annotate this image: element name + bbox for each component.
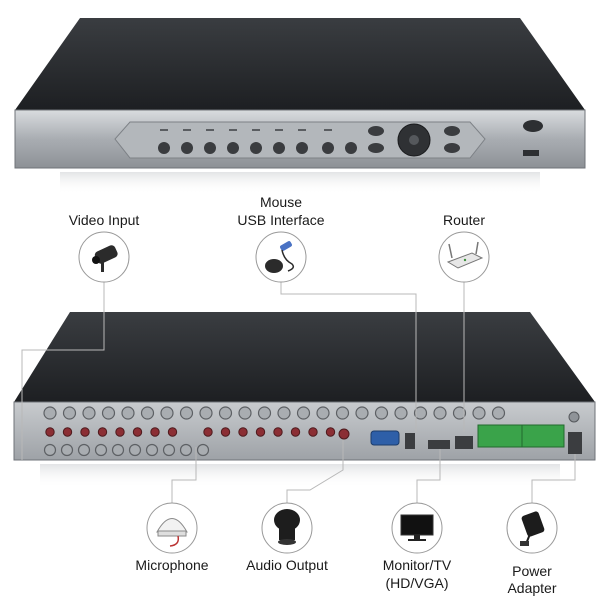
hdmi-port bbox=[428, 440, 450, 449]
bnc-connector bbox=[196, 443, 210, 457]
bnc-connector bbox=[179, 443, 193, 457]
bnc-connector bbox=[394, 406, 408, 420]
monitor-label-line2: (HD/VGA) bbox=[385, 575, 449, 591]
microphone-icon bbox=[156, 518, 188, 547]
vga-port bbox=[370, 430, 400, 446]
rca-connector bbox=[80, 427, 90, 437]
bnc-connector bbox=[82, 406, 96, 420]
bnc-connector bbox=[162, 443, 176, 457]
monitor-icon bbox=[400, 514, 434, 541]
dvr-top-surface bbox=[15, 18, 585, 110]
microphone-icon-group bbox=[146, 502, 198, 554]
rca-connector bbox=[273, 427, 283, 437]
bnc-connector bbox=[94, 443, 108, 457]
bnc-connector bbox=[433, 406, 447, 420]
rca-connector bbox=[167, 427, 178, 437]
video-input-label: Video Input bbox=[68, 212, 140, 228]
bnc-connector bbox=[296, 406, 311, 420]
bnc-connector bbox=[43, 406, 57, 420]
bnc-connector bbox=[413, 406, 428, 420]
router-icon-group bbox=[438, 231, 490, 283]
bnc-connector bbox=[374, 406, 389, 420]
mouse-label-line2: USB Interface bbox=[237, 212, 325, 228]
bnc-connector bbox=[160, 406, 174, 420]
power-adapter-icon bbox=[520, 511, 545, 546]
bnc-connector bbox=[452, 406, 467, 420]
dvr-front-reflection bbox=[60, 172, 540, 194]
bnc-connector bbox=[491, 406, 506, 420]
bnc-connector bbox=[111, 443, 125, 457]
front-power-button bbox=[523, 120, 543, 132]
usb-port-rear bbox=[405, 433, 415, 449]
mouse-icon-group bbox=[255, 231, 307, 283]
rca-connector bbox=[220, 427, 231, 437]
rca-connector bbox=[325, 427, 336, 437]
microphone-label: Microphone bbox=[135, 557, 209, 573]
front-buttons bbox=[158, 126, 460, 154]
bnc-connector bbox=[472, 406, 486, 420]
mouse-icon bbox=[265, 241, 295, 273]
bnc-connector bbox=[335, 406, 350, 420]
bnc-connector bbox=[238, 406, 252, 420]
bnc-connector bbox=[277, 406, 291, 420]
rca-connector bbox=[255, 427, 266, 437]
bnc-connector bbox=[316, 406, 330, 420]
router-icon bbox=[446, 241, 484, 269]
bnc-connector bbox=[199, 406, 213, 420]
dvr-front-view bbox=[14, 18, 586, 194]
front-dpad-center bbox=[409, 135, 419, 145]
bnc-connector bbox=[43, 443, 57, 457]
bnc-connector bbox=[101, 406, 116, 420]
bnc-connector bbox=[77, 443, 91, 457]
bnc-connector bbox=[60, 443, 74, 457]
power-label-line2: Adapter bbox=[507, 580, 557, 596]
rca-audio-inputs bbox=[45, 427, 336, 437]
bnc-connector bbox=[179, 406, 194, 420]
rca-connector bbox=[132, 427, 143, 437]
bnc-video-inputs bbox=[43, 406, 506, 457]
rca-connector bbox=[62, 427, 73, 437]
router-label: Router bbox=[442, 212, 486, 228]
rca-connector bbox=[308, 427, 318, 437]
monitor-icon-group bbox=[391, 502, 443, 554]
bnc-connector bbox=[128, 443, 142, 457]
power-port bbox=[568, 432, 582, 454]
ethernet-port bbox=[455, 436, 473, 449]
bnc-connector bbox=[140, 406, 155, 420]
alarm-terminal-block bbox=[477, 424, 565, 448]
dvr-rear-reflection bbox=[40, 464, 560, 488]
speaker-icon bbox=[274, 509, 300, 545]
power-label-line1: Power bbox=[512, 563, 552, 579]
power-adapter-icon-group bbox=[506, 502, 558, 554]
rca-connector bbox=[115, 427, 125, 437]
bnc-connector bbox=[121, 406, 135, 420]
rca-connector bbox=[97, 427, 108, 437]
video-input-icon-group bbox=[78, 231, 130, 283]
rca-connector bbox=[45, 427, 55, 437]
bnc-connector bbox=[257, 406, 272, 420]
monitor-label-line1: Monitor/TV bbox=[382, 557, 452, 573]
front-indicator-leds bbox=[160, 129, 332, 131]
ground-screw bbox=[568, 411, 580, 423]
bnc-connector bbox=[145, 443, 159, 457]
audio-output-icon-group bbox=[261, 502, 313, 554]
mouse-label-line1: Mouse bbox=[259, 194, 303, 210]
bnc-connector bbox=[355, 406, 369, 420]
audio-output-port bbox=[338, 428, 350, 440]
camera-icon bbox=[92, 245, 118, 272]
dvr-rear-top-surface bbox=[14, 312, 595, 402]
rca-connector bbox=[203, 427, 213, 437]
bnc-connector bbox=[218, 406, 233, 420]
rca-connector bbox=[290, 427, 301, 437]
rca-connector bbox=[238, 427, 248, 437]
bnc-connector bbox=[62, 406, 77, 420]
dvr-rear-view bbox=[13, 312, 596, 488]
front-usb-port bbox=[523, 150, 539, 156]
audio-output-label: Audio Output bbox=[246, 557, 328, 573]
connector-lines bbox=[21, 282, 576, 505]
rca-connector bbox=[150, 427, 160, 437]
